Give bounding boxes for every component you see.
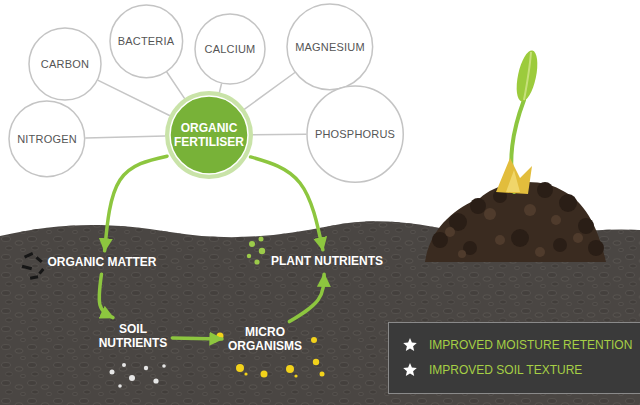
circle-ring [165, 91, 253, 179]
organic-bit [30, 275, 38, 279]
star-bullet [403, 363, 417, 376]
sprout-bud [513, 49, 541, 104]
microbe [286, 365, 294, 373]
microbe [311, 337, 317, 343]
nutrient-dot [249, 241, 255, 247]
mound-clump [432, 232, 448, 248]
circle-shape [195, 14, 265, 84]
circle-shape [110, 5, 183, 78]
microbe [244, 372, 247, 375]
seed-husk [506, 170, 520, 192]
circle-label: PHOSPHORUS [315, 128, 395, 140]
circle-label: NITROGEN [17, 133, 77, 145]
soil-dot [118, 384, 122, 388]
mound-body [425, 182, 606, 262]
spoke-line [98, 80, 169, 115]
cycle-arrow [172, 338, 222, 339]
sprout-bud-vein [524, 52, 531, 100]
mound-clump [495, 235, 505, 245]
soil-dot [129, 375, 135, 381]
cycle-label: SOIL NUTRIENTS [99, 322, 168, 351]
soil-dots [110, 363, 166, 388]
organic-bit [24, 252, 33, 259]
cycle-label: MICRO ORGANISMS [228, 325, 302, 354]
soil-label-node: ORGANIC MATTER [45, 255, 158, 271]
spoke-line [167, 72, 185, 98]
organic-bit [35, 256, 42, 263]
microbe [320, 372, 325, 377]
mound-clump [588, 240, 604, 256]
organic-bits [22, 252, 45, 280]
element-circle: CARBON [28, 27, 102, 101]
circle-shape [170, 96, 248, 174]
element-circle: BACTERIA [109, 4, 184, 79]
nutrient-dot [259, 237, 264, 242]
spoke-line [253, 134, 306, 136]
element-circle: PHOSPHORUS [306, 85, 404, 183]
element-circle: CALCIUM [194, 13, 266, 85]
mound-clump [535, 247, 545, 257]
cycle-label: ORGANIC MATTER [47, 255, 156, 269]
microbe [236, 364, 244, 372]
benefit-text: IMPROVED MOISTURE RETENTION [429, 333, 632, 358]
benefit-box: IMPROVED MOISTURE RETENTIONIMPROVED SOIL… [388, 322, 640, 394]
circle-shape [307, 86, 403, 182]
mound-clump [524, 204, 536, 216]
soil-dot [110, 370, 115, 375]
central-circle: ORGANIC FERTILISER [165, 91, 253, 179]
soil-dot [153, 378, 158, 383]
soil-mound [425, 182, 606, 262]
mound-clump [470, 198, 486, 214]
nutrient-dot [254, 259, 259, 264]
soil-dot [162, 364, 166, 368]
mound-clump [484, 208, 496, 220]
soil-label-node: SOIL NUTRIENTS [97, 322, 170, 353]
spoke-line [219, 84, 221, 92]
sprout [496, 49, 541, 194]
circle-label: MAGNESIUM [295, 41, 365, 53]
nutrient-dots [247, 237, 265, 265]
seed-husk [496, 158, 532, 194]
element-circle: NITROGEN [8, 100, 86, 178]
cycle-arrow [99, 274, 113, 317]
soil-label-node: PLANT NUTRIENTS [269, 254, 385, 270]
mound-clump [578, 218, 594, 234]
microbe [294, 374, 297, 377]
circle-label: ORGANIC FERTILISER [174, 121, 244, 150]
microbe [313, 359, 319, 365]
circle-shape [29, 28, 101, 100]
soil-label-node: MICRO ORGANISMS [226, 325, 304, 356]
mound-clump [537, 182, 553, 198]
cycle-arrow [289, 274, 324, 321]
microbe [261, 371, 268, 378]
element-circle: MAGNESIUM [286, 3, 374, 91]
mound-clump [559, 194, 577, 212]
mound-clump [511, 229, 529, 247]
circle-shape [287, 4, 373, 90]
spoke-line [245, 73, 295, 109]
star-bullet [403, 338, 417, 351]
circle-shape [9, 101, 85, 177]
cycle-label: PLANT NUTRIENTS [271, 254, 383, 268]
organic-bit [38, 268, 44, 275]
mound-clump [445, 227, 455, 237]
spoke-line [86, 136, 165, 138]
nutrient-dot [259, 248, 265, 254]
mound-clump [553, 238, 567, 252]
mound-clump [551, 215, 561, 225]
cycle-arrow [251, 157, 323, 250]
circle-label: BACTERIA [118, 35, 175, 47]
cycle-arrow [105, 156, 167, 251]
circle-label: CALCIUM [205, 43, 256, 55]
benefit-text: IMPROVED SOIL TEXTURE [429, 358, 632, 383]
organic-bit [22, 265, 32, 270]
nutrient-dot [247, 254, 251, 258]
circle-label: CARBON [41, 58, 89, 70]
mound-clump [573, 233, 583, 243]
soil-dot [122, 363, 126, 367]
mound-clump [458, 250, 466, 258]
soil-dot [144, 366, 148, 370]
